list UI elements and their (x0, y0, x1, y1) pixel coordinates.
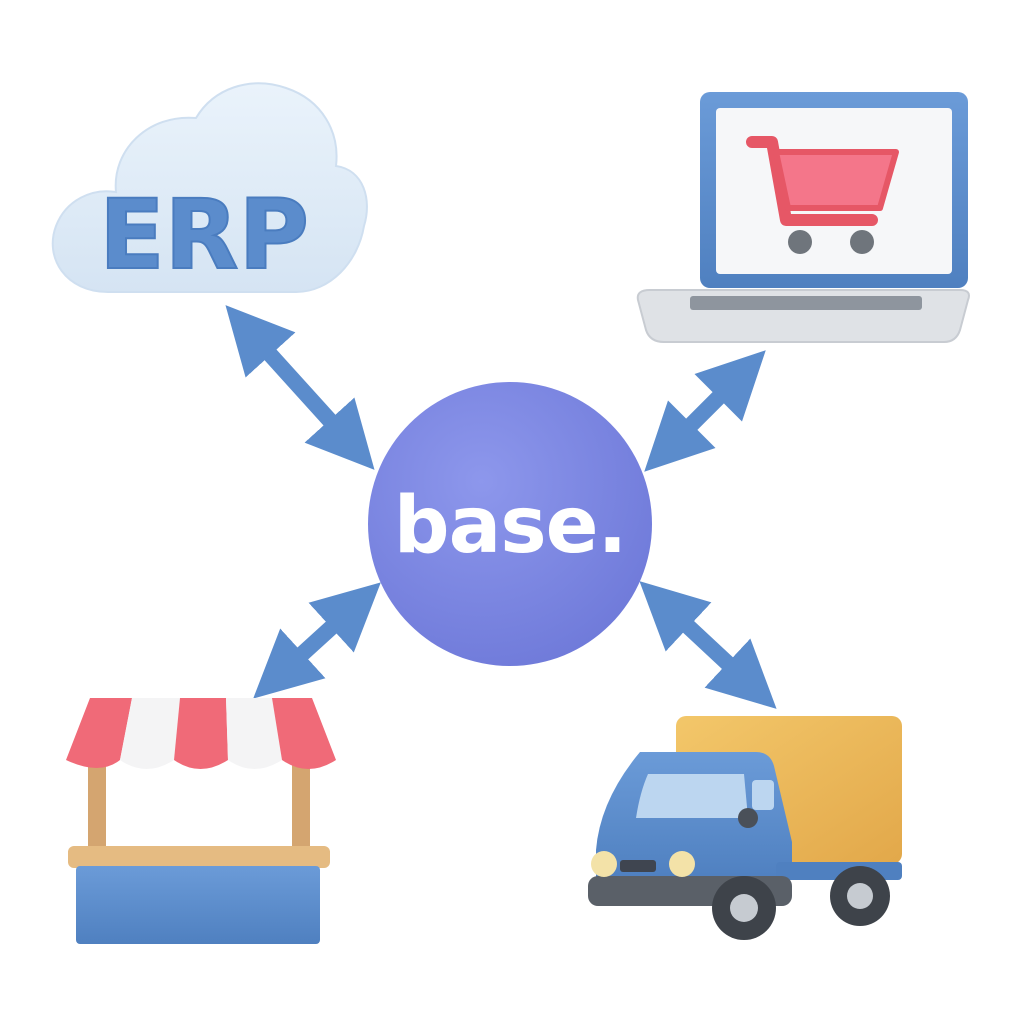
truck-headlight-left (591, 851, 617, 877)
stall-counter-body (76, 866, 320, 944)
delivery-truck-icon (588, 716, 902, 940)
truck-side-window (752, 780, 774, 810)
stall-post-left (88, 760, 106, 856)
arrow-store-hub (253, 582, 381, 699)
stall-post-right (292, 760, 310, 856)
truck-windshield (636, 774, 748, 818)
stall-awning (66, 698, 336, 769)
hub-node: base. (368, 382, 652, 666)
truck-headlight-right (669, 851, 695, 877)
truck-wheel-front (712, 876, 776, 940)
truck-mirror (738, 808, 758, 828)
arrow-delivery-hub (639, 581, 777, 709)
hub-circle (368, 382, 652, 666)
arrow-ecommerce-hub (644, 350, 766, 472)
erp-label: ERP (99, 179, 309, 291)
hub-label: base. (394, 481, 626, 571)
arrow-erp-hub (225, 305, 375, 470)
stall-counter-top (68, 846, 330, 868)
shopping-cart-icon (746, 136, 899, 254)
erp-cloud-icon: ERP (51, 82, 368, 293)
market-stall-icon (66, 698, 336, 944)
laptop-shopping-cart-icon (636, 92, 970, 343)
laptop-keyboard (690, 296, 922, 310)
truck-wheel-rear (830, 866, 890, 926)
truck-grille (620, 860, 656, 872)
connector-arrows (225, 305, 777, 709)
